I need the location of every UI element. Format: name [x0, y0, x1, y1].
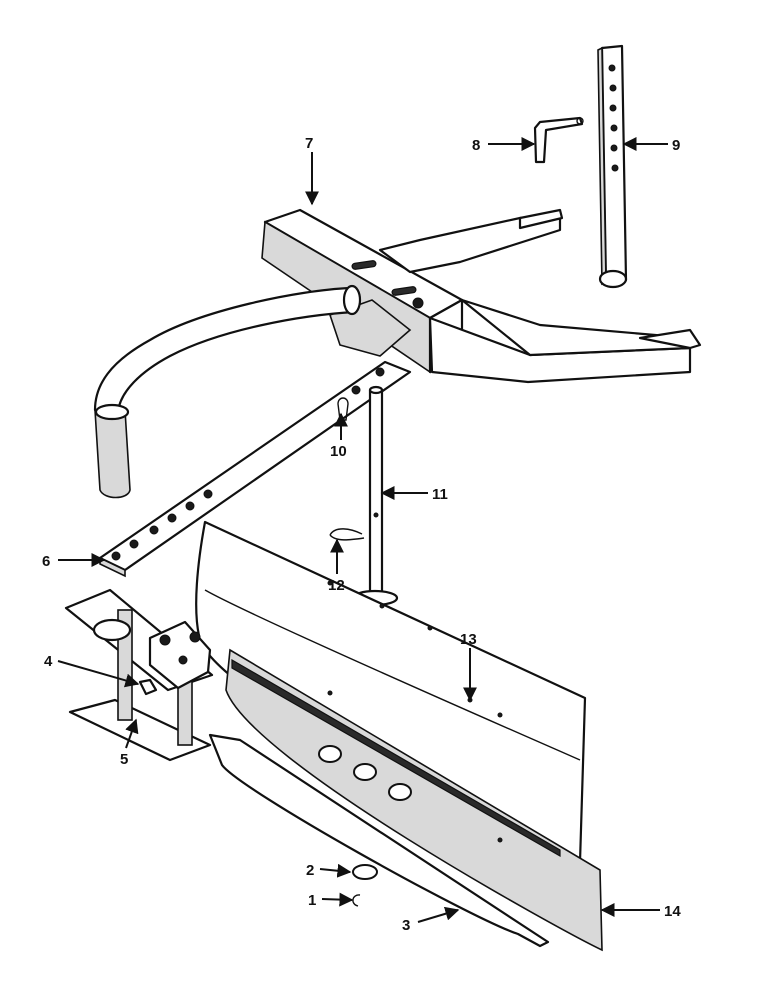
leader-3 [417, 906, 460, 923]
leader-lines [57, 137, 668, 923]
leader-5 [125, 718, 139, 749]
callout-8: 8 [472, 137, 480, 154]
bracket-part-5 [64, 588, 214, 762]
callout-13: 13 [460, 631, 477, 648]
pin-part-8 [533, 116, 584, 164]
snap-ring-part-1 [352, 894, 361, 907]
cutting-edge-part-14 [225, 648, 603, 952]
callout-4: 4 [44, 653, 53, 670]
callout-7: 7 [305, 135, 313, 152]
mounting-bar-part-3 [208, 733, 550, 948]
callout-10: 10 [330, 443, 347, 460]
leader-4 [57, 660, 140, 688]
callout-2: 2 [306, 862, 314, 879]
adjust-link-part-9 [597, 44, 628, 289]
post-part-11 [351, 385, 399, 607]
callout-6: 6 [42, 553, 50, 570]
callout-5: 5 [120, 751, 128, 768]
callout-11: 11 [432, 486, 448, 503]
callout-14: 14 [664, 903, 681, 920]
callout-3: 3 [402, 917, 410, 934]
callout-12: 12 [328, 577, 345, 594]
nut-part-4 [138, 678, 158, 696]
leader-2 [319, 863, 352, 878]
callout-labels: 7 8 9 10 11 12 13 6 4 5 2 1 3 14 [42, 135, 681, 934]
callout-9: 9 [672, 137, 680, 154]
push-frame-part-7 [93, 208, 702, 499]
hairpin-clip-part-12 [329, 528, 365, 541]
leader-1 [321, 892, 354, 907]
washer-part-2 [352, 864, 378, 880]
callout-1: 1 [308, 892, 316, 909]
drilled-bar-part-6 [98, 360, 412, 578]
